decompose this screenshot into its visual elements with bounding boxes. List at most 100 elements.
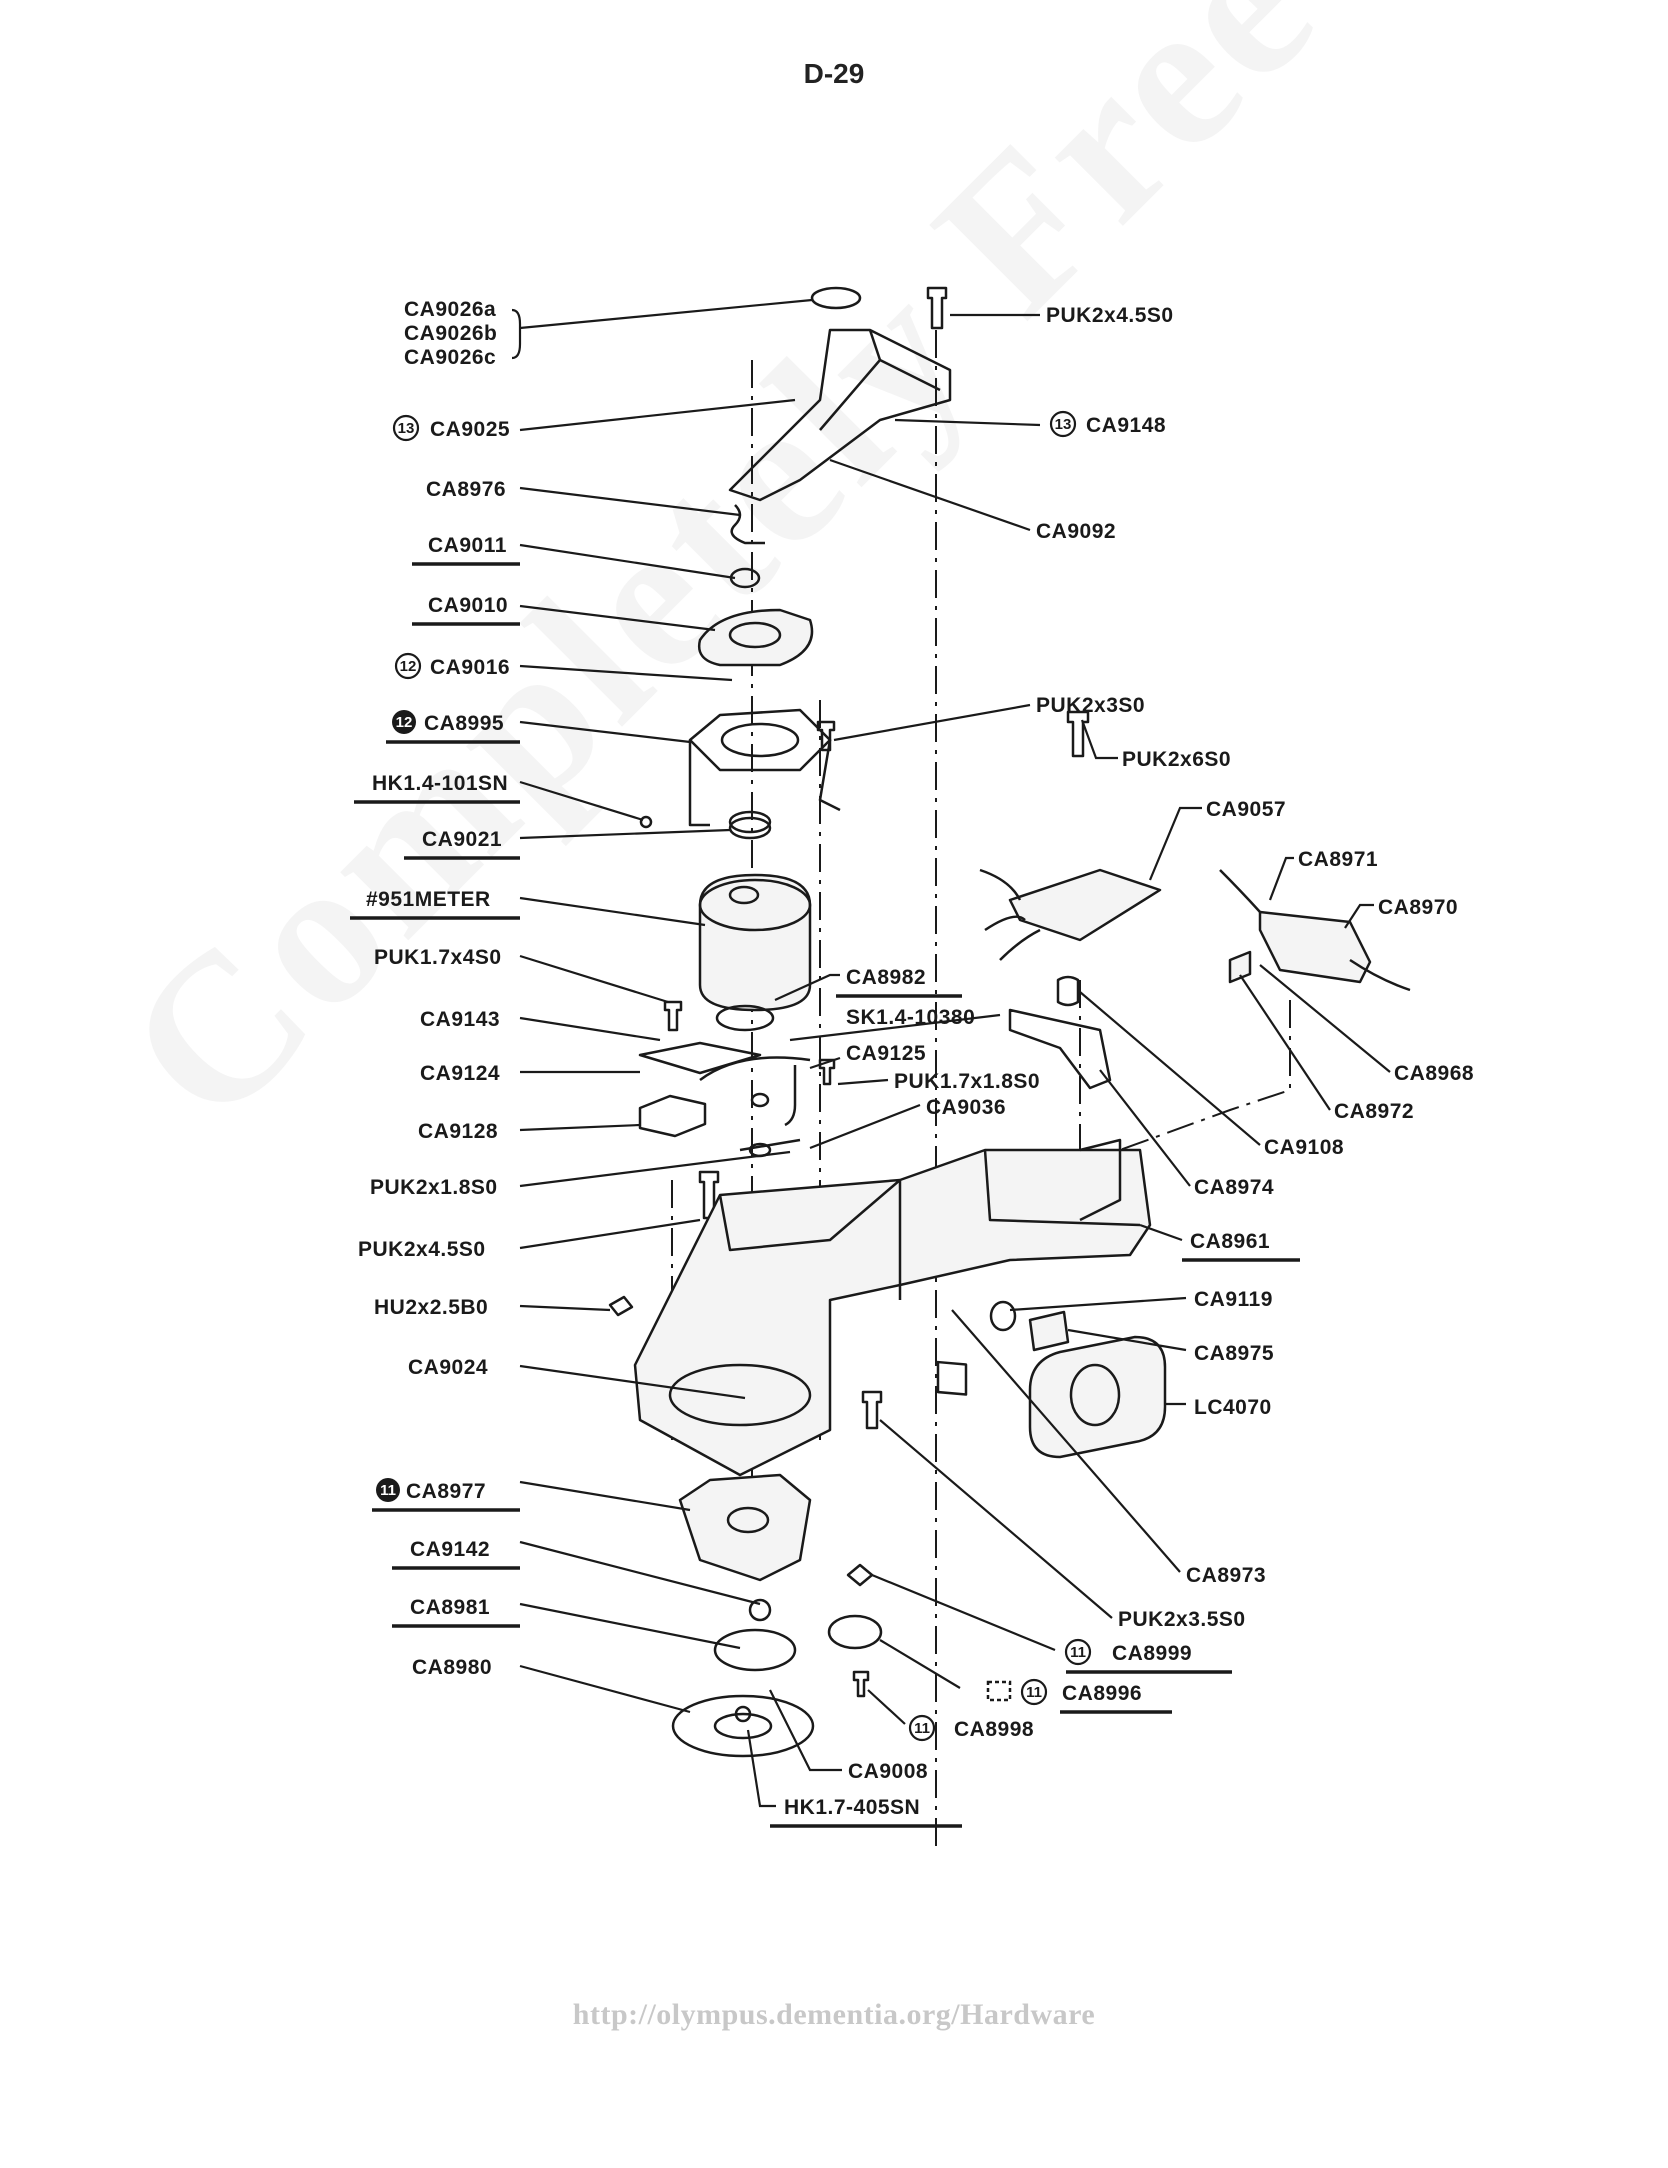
label-ca9026b: CA9026b [404, 322, 497, 345]
label-ca8982: CA8982 [846, 966, 926, 989]
badge-12: 12 [394, 652, 422, 680]
screw-1-7x1-8 [818, 1058, 836, 1086]
small-screw-hu [608, 1295, 634, 1317]
label-ca8998: CA8998 [954, 1718, 1034, 1741]
label-ca9057: CA9057 [1206, 798, 1286, 821]
block-9128 [638, 1094, 707, 1138]
label-puk2x3s0: PUK2x3S0 [1036, 694, 1145, 717]
spring-9125 [784, 1065, 797, 1127]
label-ca9108: CA9108 [1264, 1136, 1344, 1159]
gear-8996 [827, 1614, 883, 1650]
screw-2x6 [1066, 710, 1090, 758]
label-ca9008: CA9008 [848, 1760, 928, 1783]
badge-11-b: 11 [1020, 1678, 1048, 1706]
label-ca9119: CA9119 [1194, 1288, 1273, 1311]
badge-11-c-number: 11 [914, 1720, 930, 1737]
screw-2x3-5 [861, 1390, 883, 1430]
page-number: D-29 [803, 58, 865, 89]
lamp-lc4070 [1028, 1335, 1167, 1459]
small-spring [730, 504, 765, 545]
label-puk2x4-5s0-left: PUK2x4.5S0 [358, 1238, 486, 1261]
washer [729, 567, 761, 589]
label-ca9148: CA9148 [1086, 414, 1166, 437]
label-puk2x3-5s0: PUK2x3.5S0 [1118, 1608, 1246, 1631]
label-ca9142: CA9142 [410, 1538, 490, 1561]
block-8968 [1228, 950, 1252, 984]
label-ca8972: CA8972 [1334, 1100, 1414, 1123]
label-ca8970: CA8970 [1378, 896, 1458, 919]
plate-8977 [678, 1473, 812, 1582]
label-ca8975: CA8975 [1194, 1342, 1274, 1365]
badge-13: 13 [392, 414, 420, 442]
label-puk2x1-8s0: PUK2x1.8S0 [370, 1176, 498, 1199]
meter-body [698, 873, 812, 1012]
bottom-labels: 11 CA8999 11 CA8996 11 CA8998 CA9008 HK1… [770, 1638, 1232, 1828]
clip-ring [810, 286, 862, 310]
badge-13-right: 13 [1049, 410, 1077, 438]
label-ca8977: CA8977 [406, 1480, 486, 1503]
label-hu2x2-5b0: HU2x2.5B0 [374, 1296, 488, 1319]
screw-3s0 [816, 720, 836, 752]
label-ca8961: CA8961 [1190, 1230, 1270, 1253]
badge-12-number: 12 [400, 658, 417, 675]
label-ca9143: CA9143 [420, 1008, 500, 1031]
label-ca9011: CA9011 [428, 534, 507, 557]
label-ca9036: CA9036 [926, 1096, 1006, 1119]
badge-12-filled: 12 [392, 710, 416, 734]
badge-11-c: 11 [908, 1714, 936, 1742]
middle-labels: CA8982 SK1.4-10380 CA9125 PUK1.7x1.8S0 C… [836, 966, 1040, 1119]
badge-12-filled-number: 12 [396, 714, 413, 731]
label-ca8999: CA8999 [1112, 1642, 1192, 1665]
badge-11-filled-number: 11 [380, 1482, 396, 1499]
label-puk2x6s0: PUK2x6S0 [1122, 748, 1231, 771]
frame-upper [688, 708, 832, 772]
spring-9142 [748, 1598, 772, 1622]
screw-8998 [852, 1670, 870, 1698]
knob-9119 [989, 1300, 1017, 1332]
badge-11-b-number: 11 [1026, 1684, 1042, 1701]
label-ca9021: CA9021 [422, 828, 502, 851]
screw-1-7x4 [663, 1000, 683, 1032]
label-hk1-4-101sn: HK1.4-101SN [372, 772, 508, 795]
badge-11-filled: 11 [376, 1478, 400, 1502]
label-ca9016: CA9016 [430, 656, 510, 679]
gear-8981 [713, 1628, 797, 1672]
badge-13-right-number: 13 [1055, 416, 1072, 433]
bushing-9108 [1056, 975, 1080, 1007]
label-ca8974: CA8974 [1194, 1176, 1274, 1199]
footer-url: http://olympus.dementia.org/Hardware [572, 1998, 1096, 2031]
label-hk1-7-405sn: HK1.7-405SN [784, 1796, 920, 1819]
main-base [633, 1148, 1152, 1477]
label-ca9026c: CA9026c [404, 346, 496, 369]
gear-plate [697, 608, 814, 667]
bracket-arm [728, 328, 952, 502]
plate-9057 [1008, 868, 1162, 942]
label-ca9092: CA9092 [1036, 520, 1116, 543]
plate-9124 [638, 1041, 762, 1075]
label-ca8976: CA8976 [426, 478, 506, 501]
label-ca9128: CA9128 [418, 1120, 498, 1143]
leader-lines [511, 298, 1391, 1808]
label-ca9026a: CA9026a [404, 298, 496, 321]
label-ca8971: CA8971 [1298, 848, 1378, 871]
label-puk2x4-5s0-right: PUK2x4.5S0 [1046, 304, 1174, 327]
bracket-8970 [1258, 910, 1372, 984]
badge-13-number: 13 [398, 420, 415, 437]
label-ca9124: CA9124 [420, 1062, 500, 1085]
spring-ring [728, 816, 772, 840]
label-ca9125: CA9125 [846, 1042, 926, 1065]
top-screw [926, 286, 948, 330]
strip-10380 [1008, 1008, 1112, 1090]
label-ca8968: CA8968 [1394, 1062, 1474, 1085]
right-labels: PUK2x4.5S0 13 CA9148 CA9092 PUK2x3S0 PUK… [1036, 304, 1474, 1631]
parts-drawings [608, 286, 1411, 1758]
meter-base [715, 1004, 775, 1032]
left-labels: CA9026a CA9026b CA9026c 13 CA9025 CA8976… [350, 298, 520, 1679]
label-ca9010: CA9010 [428, 594, 508, 617]
hub-9008 [734, 1705, 752, 1723]
label-sk1-4-10380: SK1.4-10380 [846, 1006, 975, 1029]
spring-8999 [846, 1563, 874, 1587]
label-puk1-7x1-8s0: PUK1.7x1.8S0 [894, 1070, 1040, 1093]
lens-square-9119 [936, 1360, 968, 1396]
